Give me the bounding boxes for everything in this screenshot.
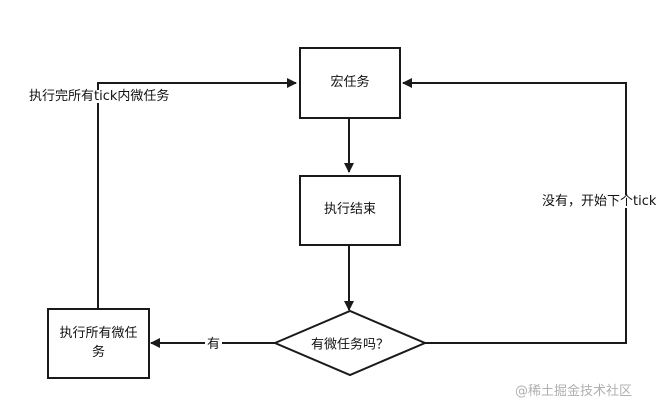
- execute-end-node: 执行结束: [299, 175, 401, 246]
- execute-end-label: 执行结束: [323, 202, 376, 218]
- edge-decision-no-loop: [402, 78, 627, 344]
- execute-all-micro-label: 执行所有微任务: [59, 325, 138, 360]
- no-branch-label: 没有，开始下个tick: [541, 194, 656, 209]
- execute-all-micro-node: 执行所有微任务: [47, 308, 150, 379]
- watermark: @稀土掘金技术社区: [515, 384, 633, 399]
- loop-back-label: 执行完所有tick内微任务: [28, 89, 171, 104]
- macro-task-node: 宏任务: [299, 47, 401, 119]
- macro-task-label: 宏任务: [330, 74, 370, 90]
- decision-label: 有微任务吗？: [310, 337, 390, 353]
- edge-micro-loop-back: [97, 78, 297, 308]
- yes-branch-label: 有: [205, 337, 223, 352]
- decision-diamond: [272, 309, 428, 377]
